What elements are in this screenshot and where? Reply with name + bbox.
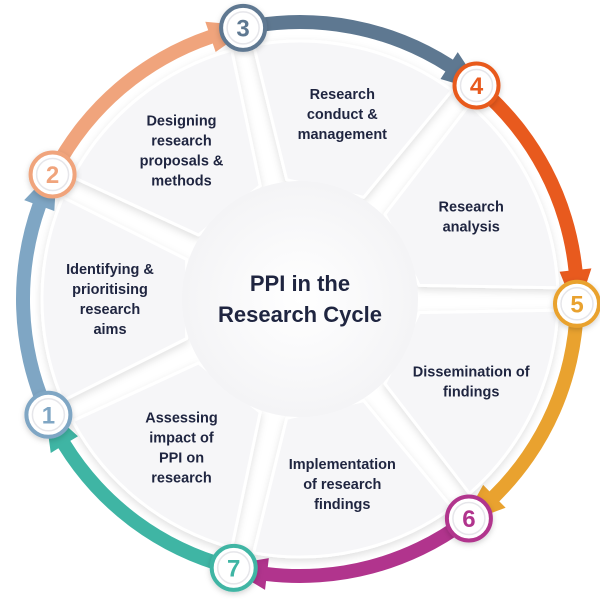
stage-7-label-line-2: impact of [149, 431, 214, 447]
stage-5-label-line-1: Dissemination of [413, 364, 530, 380]
center-title-line-2: Research Cycle [218, 302, 382, 327]
arc-arrow-1 [16, 165, 58, 414]
number-badge-inner-ring-1 [31, 398, 66, 432]
stage-7-label-line-3: PPI on [159, 451, 204, 467]
segment-panel-4 [383, 102, 560, 290]
stage-3-label-line-1: Research [310, 87, 375, 103]
stage-number-7: 7 [227, 555, 240, 582]
stage-7-label-line-4: research [151, 471, 211, 487]
stage-6-label-line-3: findings [314, 497, 370, 513]
segment-panel-2 [71, 48, 262, 237]
segment-panel-7 [71, 361, 262, 550]
stage-1-label-line-3: research [80, 302, 140, 318]
stage-number-1: 1 [42, 402, 55, 429]
stage-7-label-line-1: Assessing [145, 411, 218, 427]
arc-arrow-6 [224, 515, 470, 590]
number-badge-inner-ring-4 [459, 68, 494, 103]
stage-1-label-line-1: Identifying & [66, 262, 154, 278]
segment-panel-5 [383, 308, 560, 496]
segments [40, 39, 560, 559]
stage-number-6: 6 [462, 506, 475, 533]
number-badge-inner-ring-7 [216, 551, 251, 585]
stage-number-2: 2 [46, 162, 59, 189]
center-hub: PPI in the Research Cycle [182, 181, 418, 417]
stage-1-label-line-2: prioritising [72, 282, 148, 298]
stage-4-label-line-2: analysis [443, 220, 500, 236]
stage-2-label-line-4: methods [151, 174, 211, 190]
arc-arrow-7 [44, 405, 231, 574]
stage-4-label-line-1: Research [439, 200, 504, 216]
segment-labels: Identifying & prioritising research aims Des… [66, 87, 530, 513]
number-badge-inner-ring-6 [452, 501, 486, 536]
number-badge-inner-ring-3 [226, 11, 260, 45]
stage-3-label-line-2: conduct & [307, 107, 378, 123]
segment-panel-3 [252, 39, 454, 199]
center-circle [182, 181, 418, 417]
stage-1-label-line-4: aims [93, 322, 126, 338]
stage-5-label-line-2: findings [443, 384, 499, 400]
number-badge-inner-ring-2 [35, 157, 70, 192]
stage-2-label-line-2: research [151, 134, 211, 150]
stage-2-label-line-1: Designing [146, 114, 216, 130]
stage-3-label-line-3: management [298, 127, 388, 143]
stage-6-label-line-2: of research [303, 477, 381, 493]
stage-number-3: 3 [236, 15, 249, 42]
stage-number-4: 4 [470, 73, 484, 100]
stage-number-5: 5 [570, 291, 583, 318]
center-title-line-1: PPI in the [250, 271, 350, 296]
segment-panel-6 [252, 399, 454, 559]
number-badge-inner-ring-5 [560, 287, 594, 321]
number-badges: 1 2 3 4 5 6 7 [24, 3, 600, 592]
segment-panel-1 [40, 195, 189, 403]
stage-6-label-line-1: Implementation [289, 457, 396, 473]
stage-2-label-line-3: proposals & [140, 154, 224, 170]
